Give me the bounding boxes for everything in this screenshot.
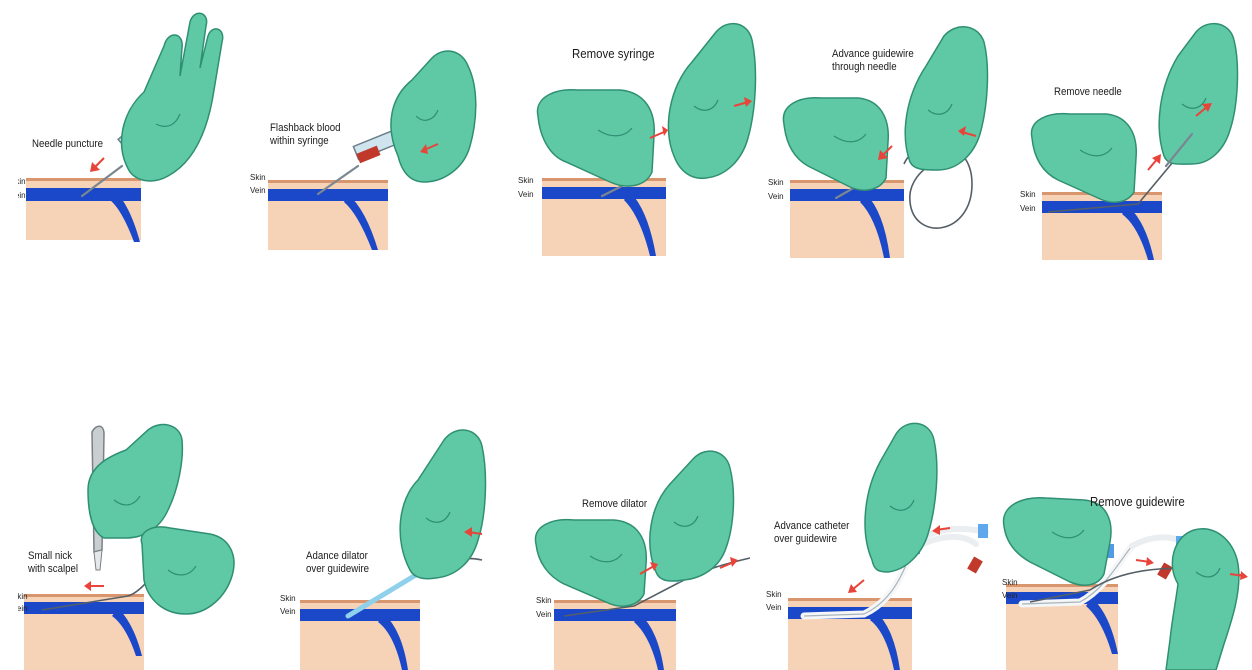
- arrow: [1136, 557, 1154, 566]
- step-1-illustration: [18, 6, 228, 251]
- arrow: [84, 581, 104, 591]
- step-9-label: Advance catheter over guidewire: [774, 520, 849, 546]
- tissue-block: [542, 178, 666, 256]
- step-1-label: Needle puncture: [32, 138, 103, 151]
- step-6-label: Small nick with scalpel: [28, 550, 78, 576]
- vein: [542, 187, 666, 199]
- step-4-illustration: [766, 6, 1016, 258]
- tissue-block: [788, 598, 912, 670]
- glove-hand: [1159, 24, 1237, 165]
- step-8-label: Remove dilator: [582, 498, 647, 511]
- step-panel-3: Remove syringe Skin Vein: [506, 6, 762, 256]
- skin-label: Skin: [518, 176, 534, 186]
- vein-label: Vein: [766, 603, 782, 613]
- step-panel-1: Needle puncture Skin Vein: [18, 6, 228, 251]
- tissue-block: [554, 600, 676, 670]
- vein-label: Vein: [18, 191, 26, 201]
- support-hand: [535, 520, 646, 606]
- step-3-illustration: [506, 6, 762, 256]
- skin-surface: [26, 178, 141, 181]
- glove-hand: [905, 27, 987, 170]
- glove-hand: [1166, 529, 1239, 670]
- step-panel-9: Advance catheter over guidewire Skin Vei…: [764, 420, 1000, 670]
- vein-label: Vein: [250, 186, 266, 196]
- vein-label: Vein: [1002, 591, 1018, 601]
- skin-surface: [300, 600, 420, 603]
- step-3-label: Remove syringe: [572, 46, 655, 61]
- step-2-label: Flashback blood within syringe: [270, 122, 340, 148]
- skin-label: Skin: [250, 173, 266, 183]
- step-5-illustration: [1018, 6, 1252, 260]
- skin-label: Skin: [768, 178, 784, 188]
- step-4-label: Advance guidewire through needle: [832, 48, 914, 74]
- step-5-label: Remove needle: [1054, 86, 1122, 99]
- step-panel-4: Advance guidewire through needle Skin Ve…: [766, 6, 1016, 258]
- skin-label: Skin: [280, 594, 296, 604]
- step-8-illustration: [514, 440, 756, 670]
- support-hand: [1004, 498, 1111, 586]
- arrow: [90, 158, 104, 172]
- glove-hand: [865, 423, 937, 572]
- vein-label: Vein: [536, 610, 552, 620]
- glove-hand: [122, 13, 223, 181]
- support-hand: [537, 90, 654, 186]
- vein: [268, 189, 388, 201]
- glove-hand: [391, 51, 476, 182]
- step-panel-8: Remove dilator Skin Vein: [514, 440, 756, 670]
- vein-label: Vein: [1020, 204, 1036, 214]
- skin-label: Skin: [766, 590, 782, 600]
- vein-label: Vein: [768, 192, 784, 202]
- skin-label: Skin: [536, 596, 552, 606]
- step-panel-6: Small nick with scalpel Skin Vein: [18, 420, 248, 670]
- tissue-block: [268, 180, 388, 250]
- skin-label: Skin: [1002, 578, 1018, 588]
- support-hand: [783, 98, 888, 190]
- step-panel-2: Flashback blood within syringe Skin Vein: [248, 6, 488, 251]
- skin-label: Skin: [18, 592, 28, 602]
- arrow: [848, 580, 864, 593]
- vein-label: Vein: [518, 190, 534, 200]
- glove-hand: [668, 24, 755, 179]
- tissue-block: [26, 178, 141, 242]
- step-7-illustration: [274, 420, 504, 670]
- tissue-block: [24, 594, 144, 670]
- support-hand: [1031, 114, 1136, 203]
- vein-label: Vein: [280, 607, 296, 617]
- skin-label: Skin: [1020, 190, 1036, 200]
- skin-label: Skin: [18, 177, 26, 187]
- step-panel-5: Remove needle Skin Vein: [1018, 6, 1252, 260]
- skin-surface: [788, 598, 912, 601]
- support-hand: [141, 527, 234, 614]
- skin-surface: [268, 180, 388, 183]
- tissue-block: [1042, 192, 1162, 260]
- step-7-label: Adance dilator over guidewire: [306, 550, 369, 576]
- step-panel-10: Remove guidewire Skin Vein: [1000, 480, 1252, 670]
- step-6-illustration: [18, 420, 248, 670]
- glove-hand: [650, 451, 734, 581]
- tissue-block: [1006, 584, 1118, 670]
- vein-label: Vein: [18, 604, 28, 614]
- arrow: [1148, 154, 1161, 170]
- arrow: [720, 557, 738, 568]
- step-panel-7: Adance dilator over guidewire Skin Vein: [274, 420, 504, 670]
- step-10-label: Remove guidewire: [1090, 494, 1185, 509]
- glove-hand: [400, 430, 485, 579]
